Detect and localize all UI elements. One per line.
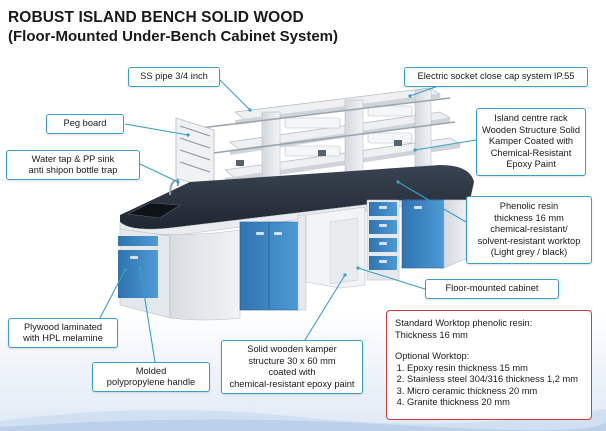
sink (126, 202, 181, 219)
island-rack (197, 87, 462, 195)
label-plywood-line: with HPL melamine (23, 333, 103, 343)
peg-board (175, 117, 215, 191)
optional-worktop-item: Micro ceramic thickness 20 mm (407, 386, 583, 398)
label-phenolic-resin: Phenolic resin thickness 16 mm chemical-… (466, 196, 592, 264)
label-kamper-structure: Solid wooden kamper structure 30 x 60 mm… (221, 340, 363, 394)
title-line-1: ROBUST ISLAND BENCH SOLID WOOD (8, 9, 304, 26)
label-ss-pipe-text: SS pipe 3/4 inch (140, 71, 208, 82)
title-line-2: (Floor-Mounted Under-Bench Cabinet Syste… (8, 28, 339, 45)
label-floor-cabinet-text: Floor-mounted cabinet (445, 283, 539, 294)
label-water-tap-line: Water tap & PP sink (31, 153, 115, 164)
label-plywood: Plywood laminated with HPL melamine (8, 318, 118, 348)
page-title: ROBUST ISLAND BENCH SOLID WOOD (Floor-Mo… (8, 8, 338, 46)
label-floor-cabinet: Floor-mounted cabinet (425, 279, 559, 299)
optional-worktop-item: Granite thickness 20 mm (407, 397, 583, 409)
center-cabinet (239, 214, 307, 311)
standard-worktop-value: Thickness 16 mm (395, 329, 468, 340)
water-tap (169, 178, 179, 196)
label-island-rack-line: Island centre rack (494, 113, 568, 124)
worktop (120, 165, 474, 230)
label-kamper-line: chemical-resistant epoxy paint (229, 378, 355, 389)
label-kamper-line: structure 30 x 60 mm (248, 355, 336, 366)
label-peg-board: Peg board (46, 114, 124, 134)
label-water-tap: Water tap & PP sink anti shipon bottle t… (6, 150, 140, 180)
label-island-rack-line: Wooden Structure Solid (481, 124, 581, 135)
label-phenolic-line: (Light grey / black) (490, 247, 568, 258)
label-island-rack-line: Chemical-Resistant (490, 147, 572, 158)
leader-lines (99, 79, 477, 363)
left-cabinet (118, 228, 241, 321)
label-kamper-line: coated with (268, 367, 316, 377)
label-ss-pipe: SS pipe 3/4 inch (128, 67, 220, 87)
optional-worktop-item: Stainless steel 304/316 thickness 1,2 mm (407, 374, 583, 386)
label-kamper-line: Solid wooden kamper (247, 344, 337, 354)
worktop-info-box: Standard Worktop phenolic resin: Thickne… (386, 310, 592, 420)
label-island-rack-line: Epoxy Paint (506, 159, 556, 170)
background-wave (0, 409, 606, 431)
optional-worktop-list: Epoxy resin thickness 15 mm Stainless st… (395, 363, 583, 409)
label-peg-board-text: Peg board (63, 118, 107, 129)
optional-worktop-item: Epoxy resin thickness 15 mm (407, 363, 583, 375)
label-molded-line: polypropylene handle (106, 377, 196, 387)
label-electric-socket: Electric socket close cap system IP.55 (404, 67, 588, 87)
optional-worktop-title: Optional Worktop: (395, 351, 470, 361)
leader-dots (123, 94, 417, 277)
label-electric-socket-text: Electric socket close cap system IP.55 (417, 71, 575, 82)
label-plywood-line: Plywood laminated (23, 321, 103, 332)
label-phenolic-line: Phenolic resin (499, 201, 559, 212)
label-island-rack: Island centre rack Wooden Structure Soli… (476, 108, 586, 176)
right-cabinet (366, 199, 469, 281)
label-molded-line: Molded (135, 365, 167, 376)
label-island-rack-line: Kamper Coated with (488, 136, 574, 147)
label-molded-handle: Molded polypropylene handle (92, 362, 210, 392)
standard-worktop-title: Standard Worktop phenolic resin: (395, 318, 533, 328)
label-phenolic-line: solvent-resistant worktop (477, 235, 581, 246)
label-water-tap-line: anti shipon bottle trap (28, 165, 118, 175)
label-phenolic-line: thickness 16 mm (494, 212, 564, 223)
label-phenolic-line: chemical-resistant/ (490, 224, 568, 235)
